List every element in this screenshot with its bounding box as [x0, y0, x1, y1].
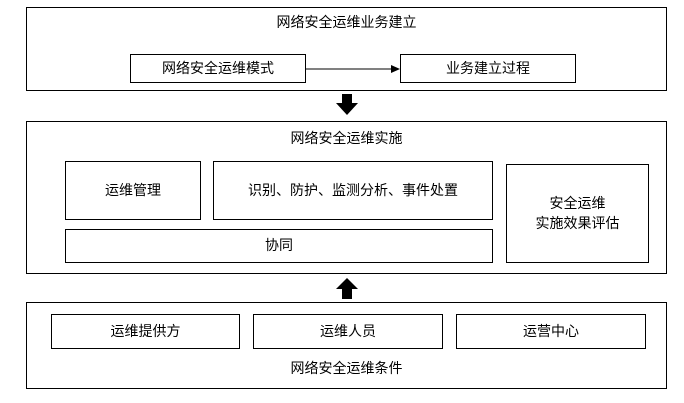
operations-center-box: 运营中心 [456, 314, 646, 349]
effect-evaluation-box: 安全运维 实施效果评估 [506, 164, 649, 263]
collaboration-label: 协同 [265, 238, 293, 254]
collaboration-box: 协同 [65, 229, 493, 263]
down-arrow-icon [336, 94, 358, 115]
operations-center-label: 运营中心 [523, 323, 579, 340]
ops-mode-box: 网络安全运维模式 [130, 54, 306, 83]
ops-provider-label: 运维提供方 [110, 323, 181, 340]
effect-evaluation-label-line1: 安全运维 [549, 195, 606, 212]
effect-evaluation-label-line2: 实施效果评估 [535, 215, 620, 232]
up-arrow-icon [336, 278, 358, 299]
identify-protect-box: 识别、防护、监测分析、事件处置 [213, 161, 493, 220]
business-process-label: 业务建立过程 [446, 60, 530, 77]
ops-mode-label: 网络安全运维模式 [162, 60, 274, 77]
ops-management-label: 运维管理 [105, 182, 161, 199]
ops-personnel-box: 运维人员 [253, 314, 443, 349]
right-arrow-icon [306, 65, 400, 73]
ops-conditions-title: 网络安全运维条件 [290, 361, 403, 377]
ops-management-box: 运维管理 [65, 161, 201, 220]
ops-personnel-label: 运维人员 [320, 323, 376, 340]
business-establishment-title: 网络安全运维业务建立 [276, 15, 417, 31]
identify-protect-label: 识别、防护、监测分析、事件处置 [248, 182, 458, 199]
business-process-box: 业务建立过程 [400, 54, 576, 83]
ops-implementation-title: 网络安全运维实施 [290, 131, 403, 147]
ops-provider-box: 运维提供方 [51, 314, 240, 349]
